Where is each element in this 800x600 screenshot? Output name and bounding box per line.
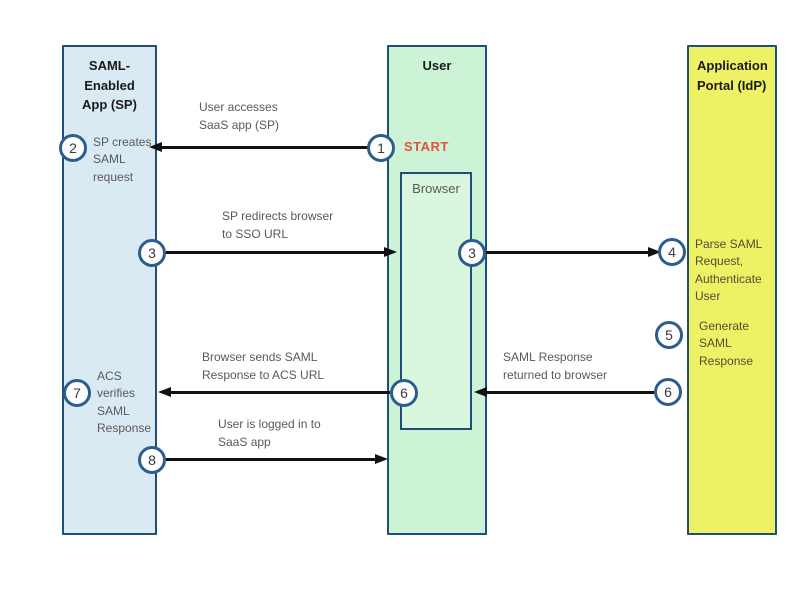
lane-user-title: User	[422, 58, 452, 73]
arrowhead-right-icon	[375, 454, 388, 464]
step-circle-6-user: 6	[390, 379, 418, 407]
step-text-sp-creates: SP creates SAML request	[93, 135, 152, 184]
arrowhead-left-icon	[158, 387, 171, 397]
step-text-parse-saml: Parse SAML Request, Authenticate User	[695, 237, 763, 304]
step-circle-4: 4	[658, 238, 686, 266]
arrow-user-accesses	[149, 142, 368, 152]
lane-sp-title: SAML- Enabled App (SP)	[82, 58, 137, 112]
arrowhead-right-icon	[648, 247, 661, 257]
arrow-response-returned	[474, 387, 654, 397]
arrowhead-left-icon	[474, 387, 487, 397]
step-circle-1: 1	[367, 134, 395, 162]
arrowhead-left-icon	[149, 142, 162, 152]
start-label: START	[404, 139, 449, 154]
arrow-sp-redirects	[166, 247, 397, 257]
arrow-label-logged-in: User is logged in to SaaS app	[218, 417, 321, 449]
lane-idp: Application Portal (IdP)	[687, 45, 777, 535]
arrow-browser-to-idp	[486, 247, 661, 257]
step-circle-3-user: 3	[458, 239, 486, 267]
step-circle-2: 2	[59, 134, 87, 162]
browser-label: Browser	[412, 181, 460, 196]
arrow-logged-in	[166, 454, 388, 464]
arrow-label-browser-sends: Browser sends SAML Response to ACS URL	[202, 350, 325, 382]
step-circle-6-idp: 6	[654, 378, 682, 406]
arrow-browser-sends	[158, 387, 390, 397]
step-circle-7: 7	[63, 379, 91, 407]
arrow-label-response-returned: SAML Response returned to browser	[503, 350, 608, 382]
step-text-generate-saml: Generate SAML Response	[699, 319, 754, 368]
lane-sp: SAML- Enabled App (SP)	[62, 45, 157, 535]
arrowhead-right-icon	[384, 247, 397, 257]
step-circle-3-sp: 3	[138, 239, 166, 267]
step-circle-5: 5	[655, 321, 683, 349]
arrow-label-user-accesses: User accesses SaaS app (SP)	[199, 100, 280, 132]
arrow-label-sp-redirects: SP redirects browser to SSO URL	[222, 209, 334, 241]
step-circle-8: 8	[138, 446, 166, 474]
lane-idp-title: Application Portal (IdP)	[697, 58, 768, 93]
step-text-acs-verifies: ACS verifies SAML Response	[97, 369, 152, 436]
